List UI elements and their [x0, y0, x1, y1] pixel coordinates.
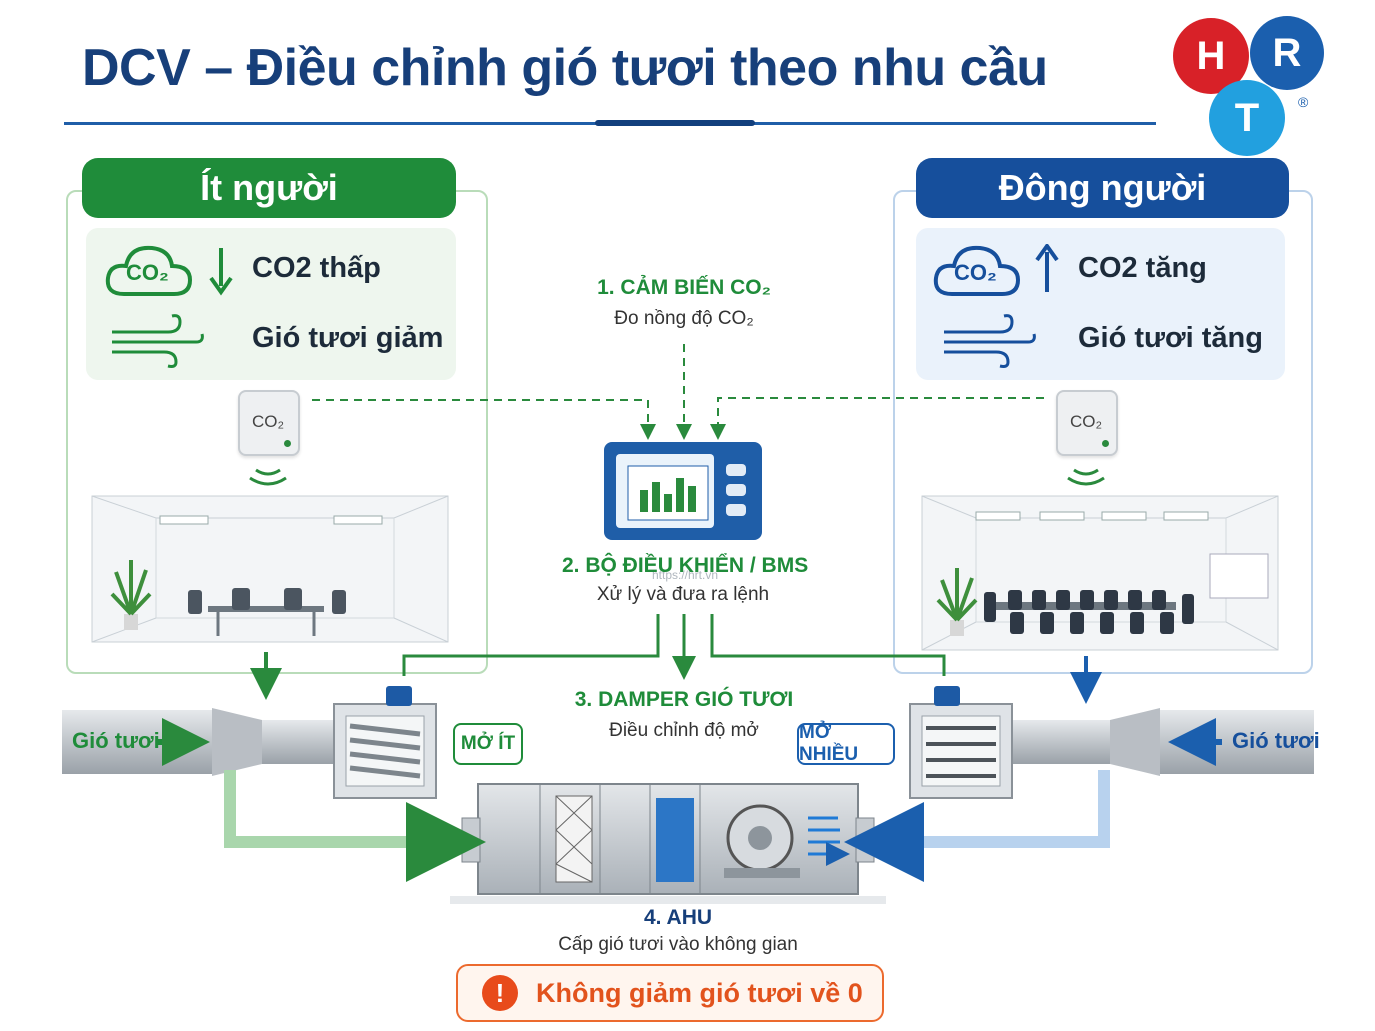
logo-letter-r: R	[1250, 16, 1324, 90]
step-1-subtitle: Đo nồng độ CO₂	[614, 308, 754, 329]
bms-controller	[604, 442, 762, 540]
watermark: https://hrt.vn	[651, 568, 719, 582]
left-damper	[333, 686, 437, 799]
arrow-up-icon	[1032, 242, 1062, 299]
right-damper	[909, 686, 1013, 799]
step-3-subtitle: Điều chỉnh độ mở	[609, 720, 759, 741]
left-co2-text: CO2 thấp	[252, 252, 381, 284]
right-air-text: Gió tươi tăng	[1078, 322, 1263, 354]
left-air-flow-line	[224, 770, 446, 848]
right-signal-wave-icon	[1067, 468, 1105, 486]
wind-icon	[108, 312, 204, 373]
right-co2-sensor: CO₂	[1056, 390, 1118, 456]
right-info-box: CO₂ CO2 tăng Gió tươi tăng	[916, 228, 1285, 380]
controller-output-lines	[402, 614, 946, 676]
warning-icon: !	[482, 975, 518, 1011]
warning-box: ! Không giảm gió tươi về 0	[456, 964, 884, 1022]
right-panel-header: Đông người	[916, 158, 1289, 218]
signal-lines	[312, 344, 1044, 428]
step-4-title: 4. AHU	[643, 906, 713, 929]
step-4-subtitle: Cấp gió tươi vào không gian	[558, 934, 798, 955]
step-2-title: 2. BỘ ĐIỀU KHIỂN / BMS	[562, 554, 809, 577]
warning-text: Không giảm gió tươi về 0	[536, 977, 863, 1008]
step-2-subtitle: Xử lý và đưa ra lệnh	[596, 584, 770, 605]
step-1-title: 1. CẢM BIẾN CO₂	[597, 276, 771, 299]
left-info-box: CO₂ CO2 thấp Gió tươi giảm	[86, 228, 456, 380]
sensor-label: CO₂	[1070, 412, 1103, 431]
right-room	[921, 495, 1279, 651]
co2-icon-label: CO₂	[126, 260, 169, 285]
arrow-down-icon	[206, 246, 236, 301]
left-damper-badge: MỞ ÍT	[453, 723, 523, 765]
left-panel-header: Ít người	[82, 158, 456, 218]
logo-letter-t: T	[1209, 80, 1285, 156]
left-signal-wave-icon	[249, 468, 287, 486]
page-title: DCV – Điều chỉnh gió tươi theo nhu cầu	[82, 39, 1048, 97]
left-fresh-air-label: Gió tươi	[72, 728, 160, 753]
step-3-title: 3. DAMPER GIÓ TƯƠI	[574, 688, 794, 711]
left-room	[91, 495, 449, 643]
wind-icon	[940, 312, 1036, 373]
sensor-led-icon	[1102, 440, 1109, 447]
right-co2-text: CO2 tăng	[1078, 252, 1207, 284]
right-fresh-air-label: Gió tươi	[1232, 728, 1320, 753]
sensor-label: CO₂	[252, 412, 285, 431]
co2-icon-label: CO₂	[954, 260, 997, 285]
co2-cloud-icon: CO₂	[932, 240, 1022, 302]
ahu-unit	[450, 783, 886, 904]
title-divider-accent	[595, 120, 755, 126]
sensor-led-icon	[284, 440, 291, 447]
co2-cloud-icon: CO₂	[104, 240, 194, 302]
right-air-flow-line	[882, 770, 1110, 848]
registered-mark: ®	[1298, 94, 1309, 110]
left-co2-sensor: CO₂	[238, 390, 300, 456]
left-air-text: Gió tươi giảm	[252, 322, 444, 354]
right-damper-badge: MỞ NHIỀU	[797, 722, 895, 765]
